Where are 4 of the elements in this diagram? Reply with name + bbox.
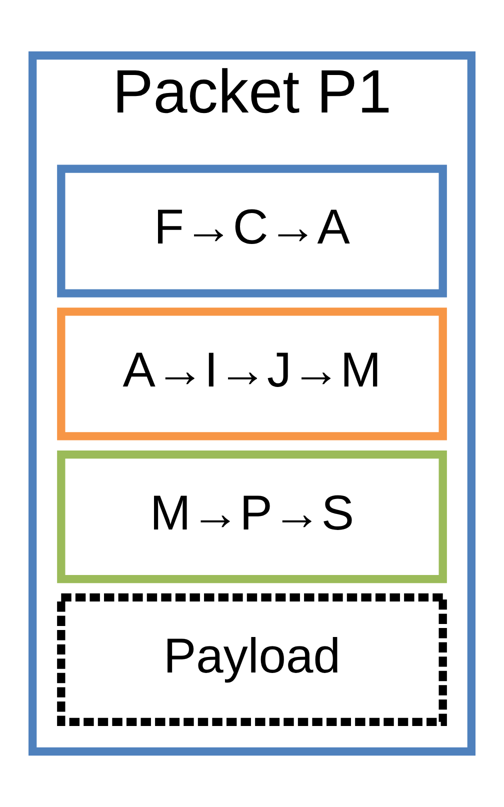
node-box: A→I→J→M	[57, 308, 447, 440]
node-box: M→P→S	[57, 450, 447, 584]
node-box: Payload	[57, 593, 447, 726]
node-box: F→C→A	[57, 164, 447, 298]
